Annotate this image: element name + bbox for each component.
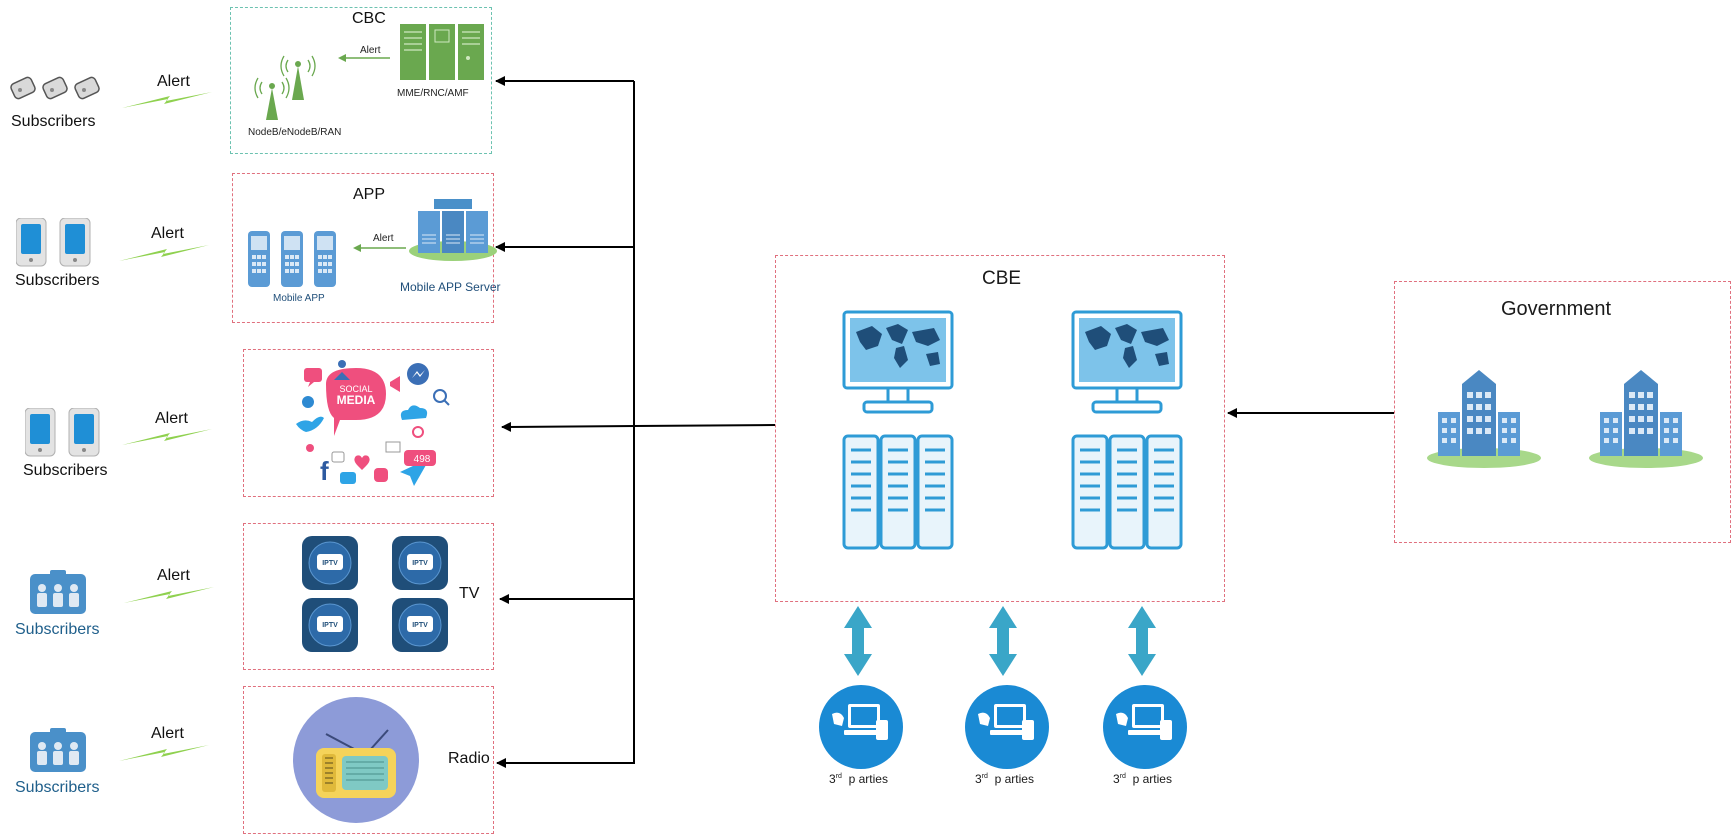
government-building-icon [1427,370,1541,468]
third-party-label: 3rd p arties [829,772,888,786]
svg-text:IPTV: IPTV [322,560,338,567]
arrow-to-social-media [501,421,776,432]
svg-text:SOCIAL: SOCIAL [339,384,372,394]
social-media-icon: SOCIAL MEDIA f 498 [296,360,450,486]
tv-title: TV [459,585,480,602]
alert-label: Alert [151,225,184,242]
cbe-workstation-icon [1071,310,1183,550]
tablets-icon [16,218,91,267]
app-alert-label: Alert [373,233,394,244]
subscribers-label: Subscribers [23,462,108,479]
subscribers-label: Subscribers [15,621,100,638]
alert-lightning-icons [119,92,214,761]
tablets-icon [25,408,100,457]
nodeb-label: NodeB/eNodeB/RAN [248,127,342,138]
people-group-icon [30,728,86,772]
government-building-icon [1589,370,1703,468]
third-party-devices-icon [965,685,1049,769]
subscribers-label: Subscribers [15,272,100,289]
server-rack-icon [400,24,484,80]
tv-box [243,523,494,670]
app-title: APP [353,186,386,203]
people-group-icon [30,570,86,614]
lightning-icon [124,587,214,603]
third-party-label: 3rd p arties [975,772,1034,786]
radio-title: Radio [448,750,490,767]
double-arrow-icon [989,606,1017,676]
government-box [1394,281,1731,543]
radio-icon [293,697,419,823]
government-title: Government [1501,298,1612,320]
mobile-app-label: Mobile APP [273,293,325,304]
alert-label: Alert [157,73,190,90]
iptv-icons: IPTV IPTV IPTV IPTV [302,536,448,652]
svg-text:IPTV: IPTV [322,622,338,629]
cbc-box [230,7,492,154]
mobile-app-phones-icon [248,231,336,287]
mobile-app-server-icon [409,199,497,261]
iptv-icon: IPTV [302,598,358,652]
double-arrow-icon [1128,606,1156,676]
third-party-devices-icon [819,685,903,769]
alert-label: Alert [157,567,190,584]
subscribers-label: Subscribers [11,113,96,130]
bidirectional-arrows [844,606,1156,676]
social-media-box [243,349,494,497]
mobile-app-server-label: Mobile APP Server [400,280,501,294]
alert-label: Alert [151,725,184,742]
svg-text:MEDIA: MEDIA [337,393,376,407]
svg-text:IPTV: IPTV [412,560,428,567]
svg-text:498: 498 [414,454,431,465]
alert-label: Alert [155,410,188,427]
lightning-icon [119,245,209,261]
cbc-alert-label: Alert [360,45,381,56]
third-party-devices-icon [1103,685,1187,769]
svg-text:f: f [320,456,329,486]
svg-text:IPTV: IPTV [412,622,428,629]
mme-label: MME/RNC/AMF [397,88,469,99]
cell-towers-icon [254,55,316,120]
lightning-icon [122,429,212,445]
radio-box [243,686,494,834]
cbc-inner-alert-arrowhead [338,54,346,62]
lightning-icon [119,745,209,761]
iptv-icon: IPTV [392,536,448,590]
double-arrow-icon [844,606,872,676]
cbe-box [775,255,1225,602]
third-party-label: 3rd p arties [1113,772,1172,786]
cbe-workstation-icon [842,310,954,550]
cbe-title: CBE [982,268,1022,289]
flip-phones-icon [10,76,100,100]
lightning-icon [122,92,212,108]
iptv-icon: IPTV [302,536,358,590]
app-inner-alert-arrowhead [353,244,361,252]
cbc-title: CBC [352,10,386,27]
iptv-icon: IPTV [392,598,448,652]
subscribers-label: Subscribers [15,779,100,796]
